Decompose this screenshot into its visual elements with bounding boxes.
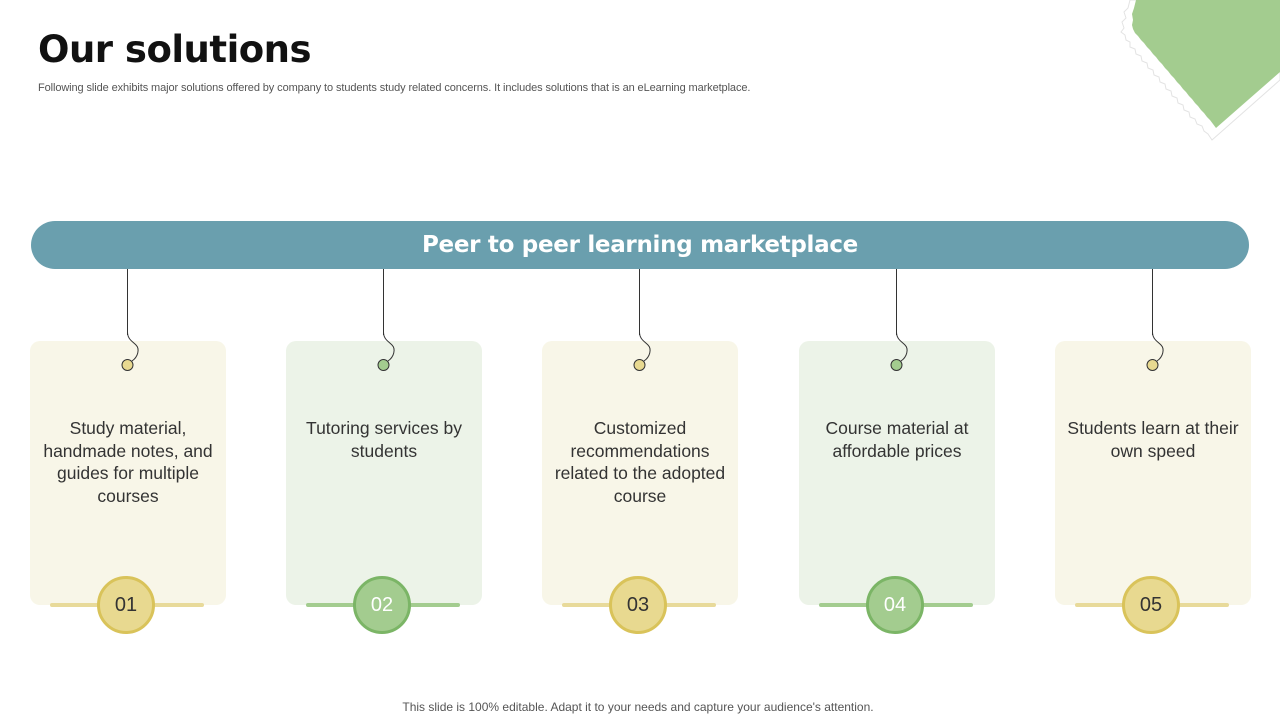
torn-paper-decoration	[1120, 0, 1280, 141]
hook-icon	[377, 331, 395, 371]
page-subtitle: Following slide exhibits major solutions…	[38, 82, 751, 94]
card-panel	[1055, 341, 1251, 605]
card-text: Study material, handmade notes, and guid…	[43, 418, 213, 506]
card-text: Tutoring services by students	[306, 418, 462, 461]
hanging-string	[639, 269, 640, 335]
hanging-string	[127, 269, 128, 335]
solution-card-5: Students learn at their own speed 05	[1053, 269, 1253, 639]
card-panel	[30, 341, 226, 605]
footer-note: This slide is 100% editable. Adapt it to…	[402, 700, 874, 714]
solution-card-4: Course material at affordable prices 04	[797, 269, 997, 639]
hook-icon	[121, 331, 139, 371]
card-number-badge: 03	[609, 576, 667, 634]
card-text: Students learn at their own speed	[1067, 418, 1239, 461]
solution-card-3: Customized recommendations related to th…	[540, 269, 740, 639]
card-text: Course material at affordable prices	[825, 418, 969, 461]
card-number-badge: 01	[97, 576, 155, 634]
solution-card-2: Tutoring services by students 02	[284, 269, 484, 639]
hanging-string	[896, 269, 897, 335]
card-panel	[799, 341, 995, 605]
hook-icon	[890, 331, 908, 371]
hanging-string	[1152, 269, 1153, 335]
card-panel	[286, 341, 482, 605]
hook-icon	[633, 331, 651, 371]
page-title: Our solutions	[38, 28, 312, 71]
card-number-badge: 05	[1122, 576, 1180, 634]
banner-label: Peer to peer learning marketplace	[422, 232, 858, 258]
solution-card-1: Study material, handmade notes, and guid…	[28, 269, 228, 639]
hook-icon	[1146, 331, 1164, 371]
card-text: Customized recommendations related to th…	[554, 418, 726, 506]
hanging-string	[383, 269, 384, 335]
card-number-badge: 04	[866, 576, 924, 634]
marketplace-banner: Peer to peer learning marketplace	[31, 221, 1249, 269]
card-panel	[542, 341, 738, 605]
card-number-badge: 02	[353, 576, 411, 634]
